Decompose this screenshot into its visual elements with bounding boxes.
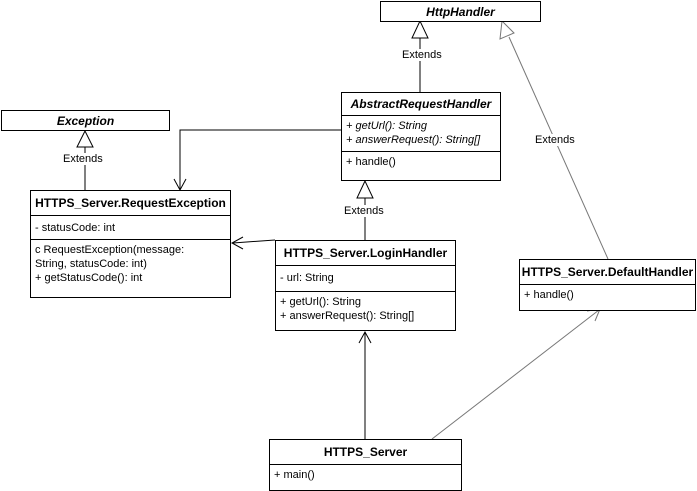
- class-name: HTTPS_Server: [323, 445, 408, 459]
- fields-section: - statusCode: int: [31, 215, 230, 239]
- inheritance-arrowhead: [411, 19, 429, 39]
- method-item: String, statusCode: int): [35, 258, 147, 270]
- methods-section: c RequestException(message: String, stat…: [31, 239, 230, 289]
- edge-httpsserver-to-defaulthandler: [431, 309, 600, 440]
- methods-section: + main(): [270, 464, 461, 486]
- class-name: HttpHandler: [426, 4, 495, 19]
- class-loginhandler[interactable]: HTTPS_Server.LoginHandler - url: String …: [275, 240, 456, 331]
- method-item: + handle(): [524, 289, 574, 301]
- methods-section: + getUrl(): String + answerRequest(): St…: [276, 291, 455, 327]
- methods-section: + getUrl(): String + answerRequest(): St…: [342, 115, 500, 151]
- open-arrowhead: [358, 330, 372, 344]
- class-name: HTTPS_Server.LoginHandler: [283, 246, 448, 260]
- field-item: - url: String: [280, 272, 334, 284]
- method-item: + answerRequest(): String[]: [280, 310, 415, 322]
- edge-loginhandler-to-requestexception: [232, 239, 276, 244]
- method-item: + answerRequest(): String[]: [346, 134, 481, 146]
- edge-defaulthandler-extends-httphandler: [508, 36, 609, 260]
- class-name: AbstractRequestHandler: [350, 97, 492, 111]
- extends-label: Extends: [401, 49, 443, 61]
- fields-section: - url: String: [276, 265, 455, 291]
- class-abstractrequesthandler[interactable]: AbstractRequestHandler + getUrl(): Strin…: [341, 92, 501, 181]
- class-requestexception[interactable]: HTTPS_Server.RequestException - statusCo…: [30, 190, 231, 298]
- inheritance-arrowhead: [499, 19, 515, 40]
- class-name: HTTPS_Server.RequestException: [35, 196, 226, 210]
- method-item: + main(): [274, 469, 315, 481]
- extends-label: Extends: [534, 134, 576, 146]
- class-name: HTTPS_Server.DefaultHandler: [521, 265, 694, 279]
- class-defaulthandler[interactable]: HTTPS_Server.DefaultHandler + handle(): [519, 259, 696, 311]
- method-item: + getUrl(): String: [280, 296, 361, 308]
- open-arrowhead: [230, 236, 244, 250]
- extends-label: Extends: [62, 153, 104, 165]
- methods-section: + handle(): [520, 284, 695, 306]
- extends-label: Extends: [343, 205, 385, 217]
- inheritance-arrowhead: [76, 129, 94, 148]
- class-httphandler[interactable]: HttpHandler: [380, 1, 541, 22]
- operations-section: + handle(): [342, 151, 500, 173]
- inheritance-arrowhead: [356, 179, 374, 199]
- class-https-server[interactable]: HTTPS_Server + main(): [269, 439, 462, 491]
- class-exception[interactable]: Exception: [1, 110, 170, 131]
- method-item: + handle(): [346, 156, 396, 168]
- method-item: + getUrl(): String: [346, 120, 427, 132]
- method-item: + getStatusCode(): int: [35, 272, 143, 284]
- edge-abstract-to-requestexception: [179, 129, 341, 189]
- field-item: - statusCode: int: [35, 222, 116, 234]
- class-name: Exception: [56, 113, 115, 128]
- method-item: c RequestException(message:: [35, 244, 185, 256]
